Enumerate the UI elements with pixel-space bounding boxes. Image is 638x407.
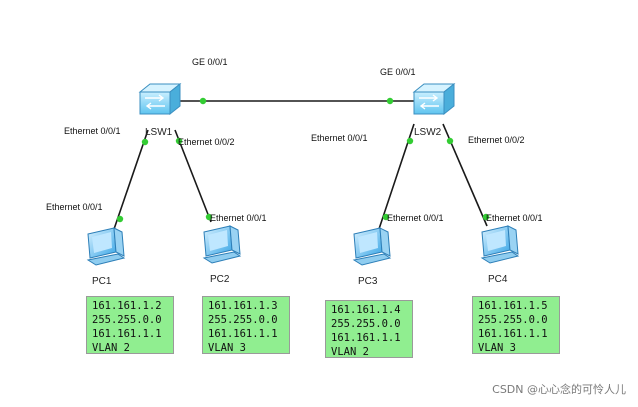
pc-icon[interactable] bbox=[86, 227, 126, 266]
vlan: VLAN 2 bbox=[92, 342, 130, 354]
port-dot bbox=[482, 213, 490, 221]
subnet-mask: 255.255.0.0 bbox=[92, 314, 162, 326]
subnet-mask: 255.255.0.0 bbox=[331, 318, 401, 330]
subnet-mask: 255.255.0.0 bbox=[208, 314, 278, 326]
gateway: 161.161.1.1 bbox=[478, 328, 548, 340]
port-label: GE 0/0/1 bbox=[380, 67, 416, 77]
port-dot bbox=[199, 97, 207, 105]
subnet-mask: 255.255.0.0 bbox=[478, 314, 548, 326]
switch-label: LSW1 bbox=[145, 127, 173, 138]
port-label: Ethernet 0/0/1 bbox=[64, 126, 121, 136]
vlan: VLAN 3 bbox=[208, 342, 246, 354]
pc-label: PC4 bbox=[488, 274, 508, 285]
port-label: Ethernet 0/0/1 bbox=[311, 133, 368, 143]
port-dot bbox=[446, 137, 454, 145]
pc-icon[interactable] bbox=[352, 227, 392, 266]
port-dot bbox=[205, 213, 213, 221]
pc-config-box: 161.161.1.2 255.255.0.0 161.161.1.1 VLAN… bbox=[86, 296, 174, 354]
pc-label: PC3 bbox=[358, 276, 378, 287]
pc-icon[interactable] bbox=[202, 225, 242, 264]
port-label: Ethernet 0/0/1 bbox=[387, 213, 444, 223]
switch-icon[interactable] bbox=[138, 82, 182, 116]
pc-config-box: 161.161.1.4 255.255.0.0 161.161.1.1 VLAN… bbox=[325, 300, 413, 358]
port-label: Ethernet 0/0/2 bbox=[468, 135, 525, 145]
port-dot bbox=[382, 213, 390, 221]
ip-address: 161.161.1.2 bbox=[92, 300, 162, 312]
switch-label: LSW2 bbox=[414, 127, 442, 138]
port-dot bbox=[175, 137, 183, 145]
vlan: VLAN 3 bbox=[478, 342, 516, 354]
watermark: CSDN @心心念的可怜人儿 bbox=[492, 383, 626, 396]
link-lsw1-pc2 bbox=[174, 129, 212, 223]
port-dot bbox=[141, 138, 149, 146]
port-label: Ethernet 0/0/1 bbox=[486, 213, 543, 223]
gateway: 161.161.1.1 bbox=[331, 332, 401, 344]
pc-config-box: 161.161.1.5 255.255.0.0 161.161.1.1 VLAN… bbox=[472, 296, 560, 354]
pc-label: PC2 bbox=[210, 274, 230, 285]
port-label: GE 0/0/1 bbox=[192, 57, 228, 67]
pc-icon[interactable] bbox=[480, 225, 520, 264]
port-label: Ethernet 0/0/1 bbox=[210, 213, 267, 223]
pc-config-box: 161.161.1.3 255.255.0.0 161.161.1.1 VLAN… bbox=[202, 296, 290, 354]
gateway: 161.161.1.1 bbox=[92, 328, 162, 340]
gateway: 161.161.1.1 bbox=[208, 328, 278, 340]
port-dot bbox=[386, 97, 394, 105]
ip-address: 161.161.1.5 bbox=[478, 300, 548, 312]
ip-address: 161.161.1.3 bbox=[208, 300, 278, 312]
port-label: Ethernet 0/0/1 bbox=[46, 202, 103, 212]
port-label: Ethernet 0/0/2 bbox=[178, 137, 235, 147]
ip-address: 161.161.1.4 bbox=[331, 304, 401, 316]
pc-label: PC1 bbox=[92, 276, 112, 287]
vlan: VLAN 2 bbox=[331, 346, 369, 358]
port-dot bbox=[406, 137, 414, 145]
port-dot bbox=[116, 215, 124, 223]
switch-icon[interactable] bbox=[412, 82, 456, 116]
